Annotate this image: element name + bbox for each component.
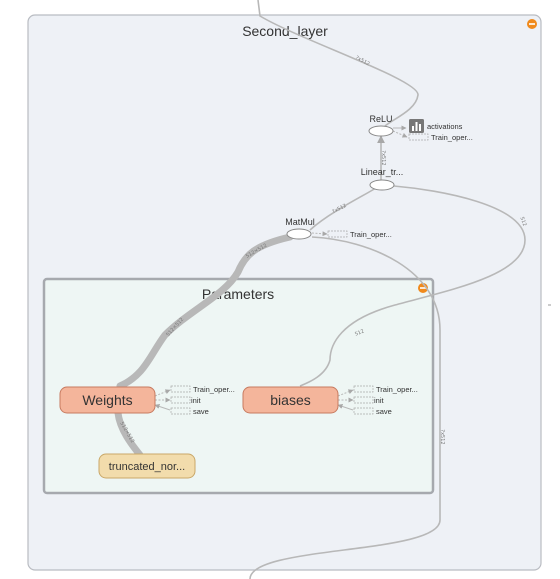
matmul-node[interactable]: MatMul <box>285 217 315 240</box>
biases-save-box <box>353 407 374 415</box>
linear-label: Linear_tr... <box>361 167 404 177</box>
truncated-label: truncated_nor... <box>109 461 185 473</box>
relu-node[interactable]: ReLU <box>368 114 394 137</box>
linear-node[interactable]: Linear_tr... <box>361 167 404 191</box>
edge-biases-train <box>337 389 354 397</box>
edge-biases-to-linear <box>299 185 526 387</box>
weights-init-box <box>170 396 191 404</box>
relu-label: ReLU <box>369 114 392 124</box>
biases-node[interactable]: biases <box>242 386 339 414</box>
matmul-train-aux[interactable]: Train_oper... <box>327 230 392 239</box>
relu-train-label: Train_oper... <box>431 133 473 142</box>
edge-matmul-to-linear <box>309 187 377 231</box>
edge-truncated-to-weights <box>114 409 144 459</box>
edges <box>114 0 526 579</box>
weights-save-box <box>170 407 191 415</box>
edge-label-biases-linear: 512 <box>354 329 365 338</box>
edge-label-bottom-out: ?x512 <box>439 429 445 444</box>
relu-train-aux[interactable]: Train_oper... <box>408 133 473 142</box>
biases-aux[interactable]: Train_oper... init save <box>353 385 418 416</box>
edge-matmul-to-output <box>249 236 441 579</box>
edge-label-relu-linear: ?x512 <box>380 150 386 165</box>
matmul-train-label: Train_oper... <box>350 230 392 239</box>
matmul-label: MatMul <box>285 217 315 227</box>
weights-save-label: save <box>193 407 209 416</box>
edge-weights-train <box>154 389 171 397</box>
matmul-train-box <box>327 230 348 238</box>
biases-init-label: init <box>374 396 385 405</box>
second-layer-title: Second_layer <box>242 23 328 39</box>
biases-label: biases <box>270 392 310 408</box>
edge-input-to-relu <box>257 0 419 127</box>
edge-label-right-curve: 512 <box>518 216 527 227</box>
truncated-normal-node[interactable]: truncated_nor... <box>98 453 196 479</box>
weights-train-box <box>170 385 191 393</box>
weights-node[interactable]: Weights <box>59 386 156 414</box>
biases-train-box <box>353 385 374 393</box>
activations-summary[interactable]: activations <box>409 119 463 133</box>
edge-weights-save <box>154 404 171 411</box>
biases-init-box <box>353 396 374 404</box>
relu-train-box <box>408 133 429 141</box>
activations-label: activations <box>427 122 463 131</box>
weights-label: Weights <box>82 392 132 408</box>
weights-train-label: Train_oper... <box>193 385 235 394</box>
collapse-outer-icon[interactable] <box>527 19 537 29</box>
weights-aux[interactable]: Train_oper... init save <box>170 385 235 416</box>
biases-save-label: save <box>376 407 392 416</box>
edge-relu-train <box>392 130 408 138</box>
biases-train-label: Train_oper... <box>376 385 418 394</box>
parameters-box <box>42 277 435 495</box>
edge-weights-to-matmul <box>116 233 294 390</box>
edge-biases-save <box>337 404 354 411</box>
edge-matmul-train <box>311 231 328 237</box>
weights-init-label: init <box>191 396 202 405</box>
